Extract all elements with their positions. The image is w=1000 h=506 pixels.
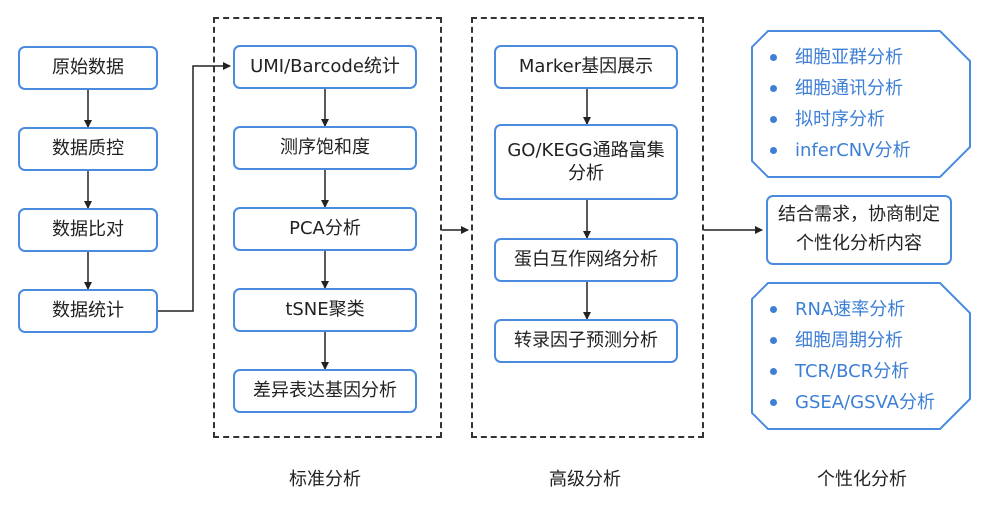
list-item: TCR/BCR分析 — [770, 356, 935, 387]
deg-box[interactable]: 差异表达基因分析 — [233, 369, 417, 413]
list-item: inferCNV分析 — [770, 135, 911, 166]
tf-prediction-box[interactable]: 转录因子预测分析 — [494, 319, 678, 363]
umi-barcode-box[interactable]: UMI/Barcode统计 — [233, 45, 417, 89]
list-item: GSEA/GSVA分析 — [770, 387, 935, 418]
list-item: 细胞通讯分析 — [770, 73, 911, 104]
bullet-icon — [770, 306, 777, 313]
list-item: 细胞亚群分析 — [770, 42, 911, 73]
marker-gene-box[interactable]: Marker基因展示 — [494, 45, 678, 89]
list-item: 拟时序分析 — [770, 104, 911, 135]
raw-data-box[interactable]: 原始数据 — [18, 46, 158, 90]
bullet-icon — [770, 85, 777, 92]
bullet-icon — [770, 337, 777, 344]
standard-analysis-label: 标准分析 — [289, 469, 361, 490]
advanced-analysis-frame — [471, 17, 704, 438]
alignment-box[interactable]: 数据比对 — [18, 208, 158, 252]
list-item: RNA速率分析 — [770, 294, 935, 325]
octagon-bottom-frame — [751, 282, 971, 430]
bullet-icon — [770, 54, 777, 61]
qc-box[interactable]: 数据质控 — [18, 127, 158, 171]
tsne-box[interactable]: tSNE聚类 — [233, 288, 417, 332]
bullet-icon — [770, 116, 777, 123]
octagon-top-frame — [751, 30, 971, 178]
seq-saturation-box[interactable]: 测序饱和度 — [233, 126, 417, 170]
standard-analysis-frame — [213, 17, 442, 438]
advanced-analysis-label: 高级分析 — [549, 469, 621, 490]
data-stats-box[interactable]: 数据统计 — [18, 289, 158, 333]
arrow-stats-to-umi — [158, 62, 231, 312]
bullet-icon — [770, 399, 777, 406]
custom-analysis-box[interactable]: 结合需求，协商制定个性化分析内容 — [766, 195, 952, 265]
personal-list-bottom: RNA速率分析 细胞周期分析 TCR/BCR分析 GSEA/GSVA分析 — [770, 294, 935, 418]
go-kegg-box[interactable]: GO/KEGG通路富集分析 — [494, 124, 678, 200]
bullet-icon — [770, 368, 777, 375]
list-item: 细胞周期分析 — [770, 325, 935, 356]
ppi-network-box[interactable]: 蛋白互作网络分析 — [494, 238, 678, 282]
personalized-analysis-label: 个性化分析 — [817, 469, 907, 490]
bullet-icon — [770, 147, 777, 154]
pca-box[interactable]: PCA分析 — [233, 207, 417, 251]
personal-list-top: 细胞亚群分析 细胞通讯分析 拟时序分析 inferCNV分析 — [770, 42, 911, 166]
